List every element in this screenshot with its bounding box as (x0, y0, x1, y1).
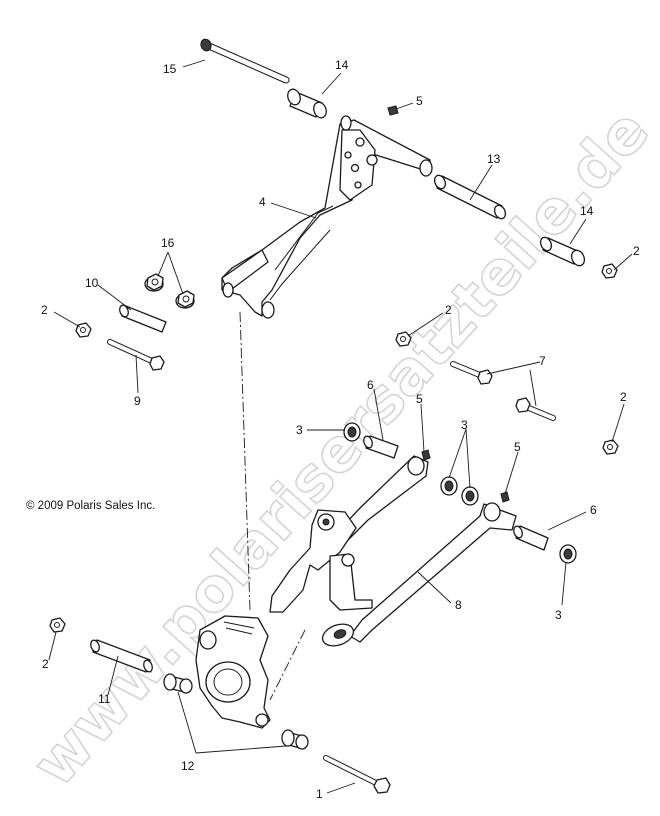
part-3-bushing-b (440, 476, 458, 496)
part-4-upper-arm (221, 115, 433, 319)
callout-16: 16 (161, 236, 175, 250)
part-12-bushing-b (281, 729, 309, 750)
part-5-fitting-mid (421, 449, 431, 461)
callout-13: 13 (487, 152, 501, 166)
callout-5: 5 (416, 94, 423, 108)
callout-4: 4 (259, 195, 266, 209)
part-16-nut-a (144, 273, 164, 292)
part-2-nut-center (395, 331, 412, 347)
part-7-bolt-a (450, 361, 493, 385)
callout-3: 3 (461, 418, 468, 432)
part-2-nut-right-mid (602, 439, 619, 455)
callout-7: 7 (539, 354, 546, 368)
callout-1: 1 (316, 787, 323, 801)
part-6-sleeve-b (513, 525, 549, 551)
callout-5: 5 (416, 392, 423, 406)
callout-2: 2 (620, 390, 627, 404)
callout-6: 6 (590, 503, 597, 517)
part-14-bushing-top (287, 88, 327, 119)
callout-14: 14 (335, 58, 349, 72)
part-10-sleeve (119, 304, 167, 333)
callout-labels: 15 14 5 13 14 4 16 2 10 2 2 9 7 6 5 2 3 … (41, 58, 640, 801)
callout-2: 2 (445, 303, 452, 317)
callout-6: 6 (367, 378, 374, 392)
callout-10: 10 (85, 276, 99, 290)
part-3-bushing-d (559, 544, 577, 564)
alignment-line-right (269, 629, 306, 701)
part-7-bolt-b (515, 397, 556, 421)
part-12-bushing-a (163, 673, 193, 694)
callout-2: 2 (633, 244, 640, 258)
callout-11: 11 (98, 692, 111, 706)
part-14-bushing-right (539, 236, 586, 267)
callout-15: 15 (163, 62, 177, 76)
callout-3: 3 (555, 608, 562, 622)
callout-2: 2 (41, 303, 48, 317)
part-2-nut-bottom-left (49, 617, 66, 633)
copyright-text: © 2009 Polaris Sales Inc. (26, 500, 155, 512)
part-15-long-bolt (200, 38, 290, 84)
callout-5: 5 (514, 440, 521, 454)
part-3-bushing-a (343, 422, 361, 442)
part-3-bushing-c (461, 486, 479, 506)
callout-9: 9 (134, 394, 141, 408)
part-13-sleeve (433, 174, 507, 220)
part-2-nut-right-top (601, 263, 618, 279)
callout-12: 12 (181, 759, 195, 773)
part-16-nut-b (175, 290, 195, 309)
callout-3: 3 (296, 423, 303, 437)
part-9-bolt (107, 339, 165, 371)
callout-2: 2 (42, 657, 49, 671)
callout-14: 14 (580, 204, 594, 218)
part-1-bolt (323, 755, 391, 794)
leader-lines (48, 59, 633, 794)
part-6-sleeve-a (363, 435, 399, 459)
part-11-sleeve (90, 639, 153, 673)
part-8-lower-arm (269, 455, 517, 647)
callout-8: 8 (455, 598, 462, 612)
spindle-knuckle (195, 615, 271, 729)
alignment-line-left (239, 311, 251, 611)
part-2-nut-left (75, 322, 92, 338)
part-5-fitting-top (387, 105, 399, 116)
